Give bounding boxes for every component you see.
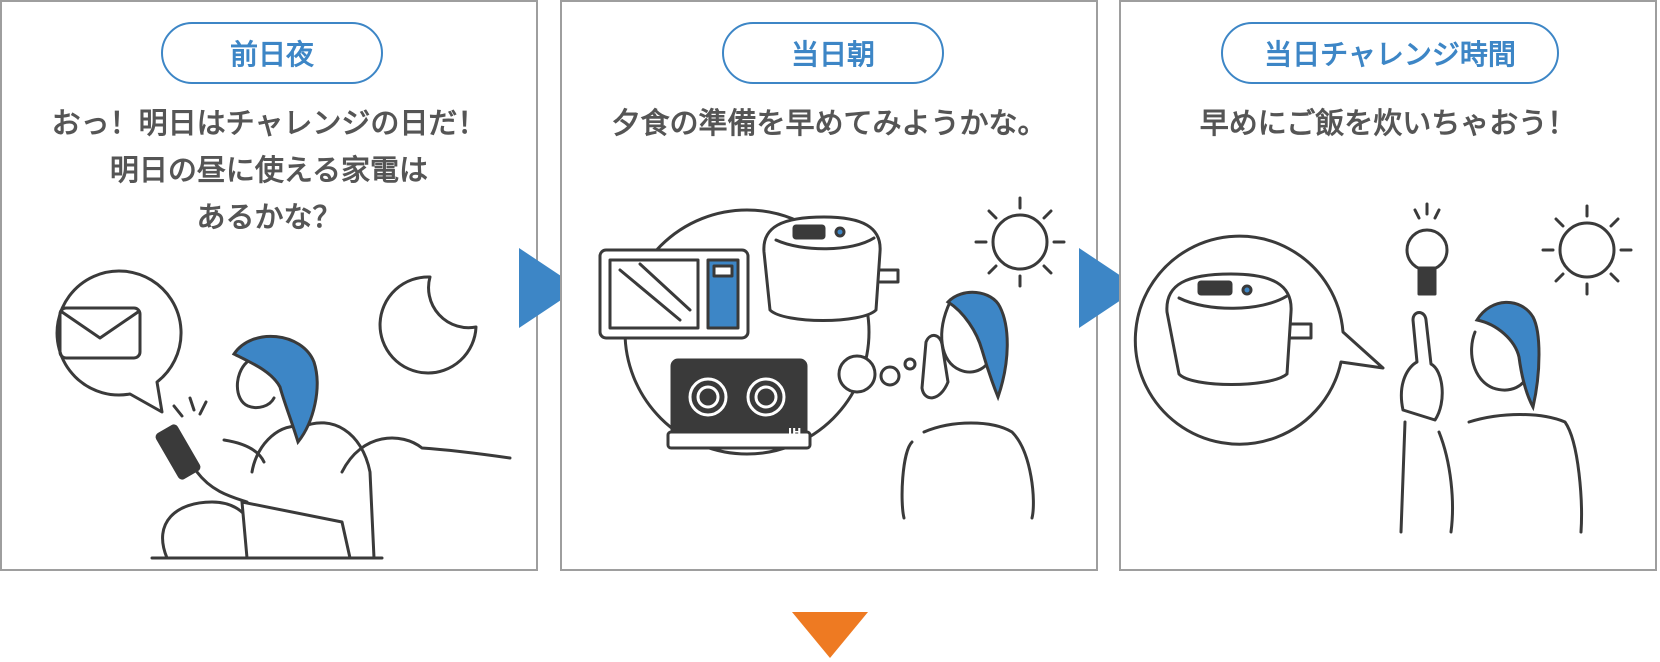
step-panel-challenge-time: 当日チャレンジ時間 早めにご飯を炊いちゃおう！ [1119, 0, 1657, 571]
step-panel-morning: 当日朝 夕食の準備を早めてみようかな。 [560, 0, 1098, 571]
caption-line: あるかな？ [196, 200, 342, 234]
caption-line: 明日の昼に使える家電は [109, 153, 429, 187]
arrow-down [792, 612, 868, 658]
sun-icon [1541, 204, 1633, 296]
smartphone-icon [155, 424, 201, 480]
caption-line: 夕食の準備を早めてみようかな。 [611, 106, 1047, 140]
arrow-right [519, 248, 579, 328]
rice-cooker-icon [1165, 272, 1313, 386]
step-label-night-before: 前日夜 [161, 22, 383, 84]
ih-cooktop-icon [666, 358, 812, 450]
ih-label: IH [788, 426, 801, 439]
step-caption: 早めにご飯を炊いちゃおう！ [1121, 100, 1655, 147]
illustration-night [55, 269, 512, 560]
step-label-text: 当日朝 [790, 38, 875, 71]
step-caption: おっ！明日はチャレンジの日だ！ 明日の昼に使える家電は あるかな？ [2, 100, 536, 241]
light-bulb-icon [1405, 202, 1449, 296]
envelope-icon [55, 269, 183, 414]
step-label-text: 前日夜 [229, 38, 314, 71]
caption-line: おっ！明日はチャレンジの日だ！ [51, 106, 487, 140]
caption-line: 早めにご飯を炊いちゃおう！ [1199, 106, 1577, 140]
illustration-morning: IH [598, 196, 1066, 520]
step-panel-night-before: 前日夜 おっ！明日はチャレンジの日だ！ 明日の昼に使える家電は あるかな？ [0, 0, 538, 571]
sun-icon [974, 196, 1066, 288]
arrow-right [1079, 248, 1139, 328]
step-caption: 夕食の準備を早めてみようかな。 [562, 100, 1096, 147]
illustration-challenge [1133, 202, 1633, 534]
step-label-text: 当日チャレンジ時間 [1264, 38, 1516, 71]
rice-cooker-icon [762, 215, 900, 322]
moon-icon [378, 275, 478, 375]
step-label-challenge-time: 当日チャレンジ時間 [1221, 22, 1559, 84]
step-label-morning: 当日朝 [722, 22, 944, 84]
microwave-icon [598, 248, 750, 340]
